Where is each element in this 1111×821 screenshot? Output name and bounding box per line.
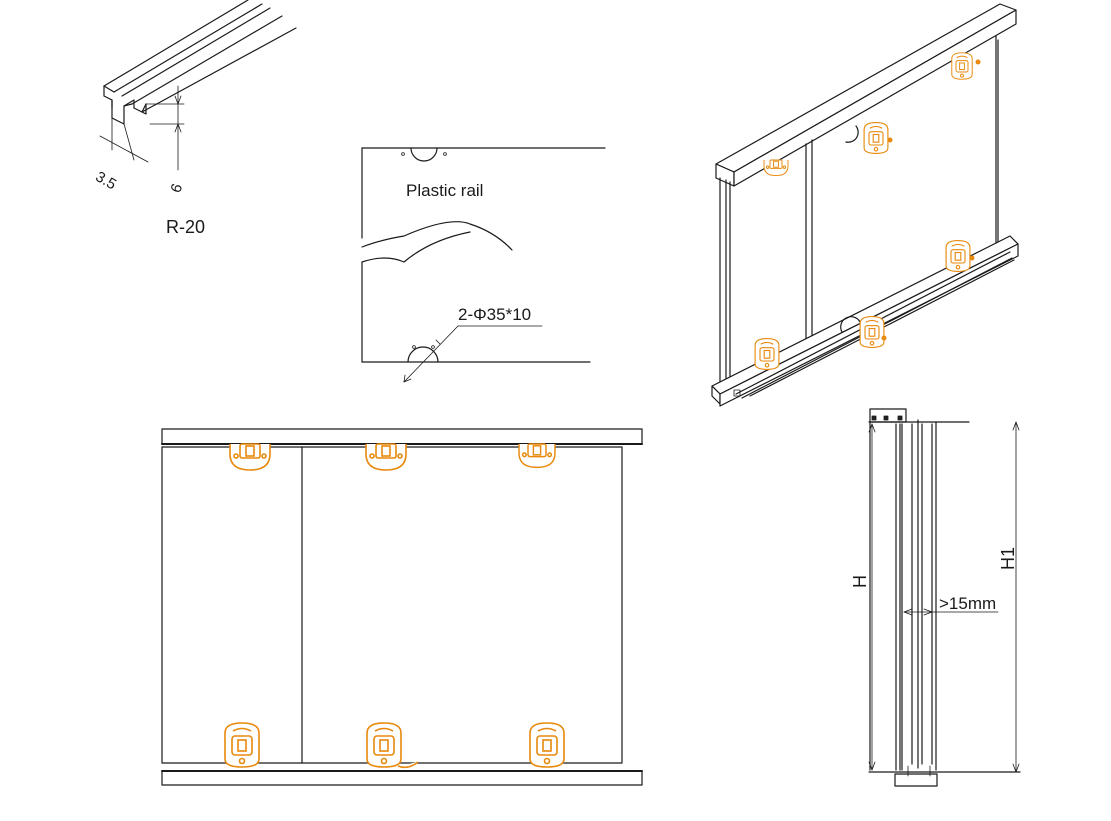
r20-profile-view: 3.5 6 R-20 xyxy=(0,0,297,237)
side-section-view: H H1 >15mm xyxy=(850,408,1021,787)
dim-H-label: H xyxy=(850,575,870,588)
r20-dim-height: 6 xyxy=(167,181,186,195)
isometric-door-view xyxy=(711,3,1019,407)
r20-dim-width: 3.5 xyxy=(93,168,120,193)
r20-profile-name: R-20 xyxy=(166,217,205,237)
front-elevation-view xyxy=(161,428,643,786)
plastic-rail-detail: Plastic rail 2-Φ35*10 xyxy=(361,147,606,383)
hole-spec-label: 2-Φ35*10 xyxy=(458,305,531,324)
plastic-rail-label: Plastic rail xyxy=(406,181,483,200)
clearance-label: >15mm xyxy=(939,594,996,613)
dim-H1-label: H1 xyxy=(998,547,1018,570)
